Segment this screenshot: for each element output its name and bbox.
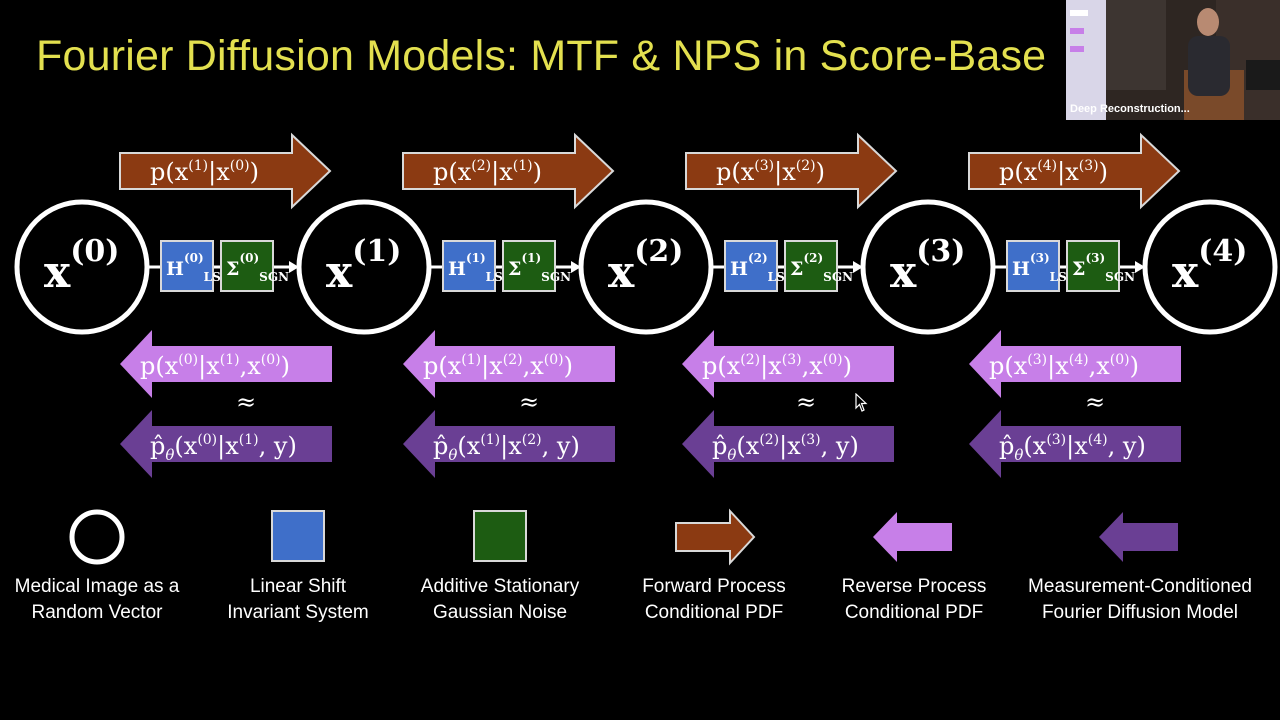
- connector-arrowhead: [289, 261, 299, 273]
- lsi-box: [160, 240, 214, 292]
- legend-label-line: Linear Shift: [249, 576, 347, 597]
- reverse-arrow-label: p(x(3)|x(4),x(0)): [989, 352, 1139, 381]
- image-node: x(4): [1142, 199, 1278, 335]
- lsi-label: H(2)LSI: [730, 251, 791, 284]
- legend-label-line: Fourier Diffusion Model: [1041, 602, 1239, 623]
- lsi-box: [1006, 240, 1060, 292]
- noise-box: [784, 240, 838, 292]
- legend-label-line: Additive Stationary: [420, 576, 580, 597]
- slide-title: Fourier Diffusion Models: MTF & NPS in S…: [36, 32, 1047, 80]
- noise-box: [220, 240, 274, 292]
- speaker-video-image: [1066, 0, 1280, 120]
- legend-label-line: Forward Process: [642, 576, 786, 597]
- legend-label-line: Random Vector: [31, 602, 163, 623]
- model-arrow: [403, 410, 615, 478]
- violet-left-arrow-icon: [873, 512, 952, 562]
- lsi-box: [724, 240, 778, 292]
- approx-symbol: ≈: [796, 388, 816, 416]
- approx-symbol: ≈: [236, 388, 256, 416]
- noise-label: Σ(1)SGN: [508, 251, 571, 284]
- reverse-arrow-label: p(x(1)|x(2),x(0)): [423, 352, 573, 381]
- node-label: x(2): [608, 234, 684, 298]
- image-node: x(0): [14, 199, 150, 335]
- purple-left-arrow-icon: [1099, 512, 1178, 562]
- reverse-arrow-label: p(x(2)|x(3),x(0)): [702, 352, 852, 381]
- model-arrow-label: p̂θ(x(2)|x(3), y): [712, 432, 859, 464]
- node-circle: [578, 199, 714, 335]
- white-circle-icon: [69, 509, 125, 565]
- forward-arrow-label: p(x(4)|x(3)): [999, 158, 1108, 187]
- node-circle: [1142, 199, 1278, 335]
- approx-symbol: ≈: [519, 388, 539, 416]
- node-label: x(3): [890, 234, 966, 298]
- node-label: x(4): [1172, 234, 1248, 298]
- noise-box: [1066, 240, 1120, 292]
- forward-arrow: [968, 132, 1181, 210]
- image-node: x(2): [578, 199, 714, 335]
- legend-label-line: Gaussian Noise: [432, 602, 568, 623]
- image-node: x(3): [860, 199, 996, 335]
- legend-label-line: Invariant System: [227, 602, 369, 623]
- lsi-box: [442, 240, 496, 292]
- speaker-video-caption: Deep Reconstruction...: [1070, 103, 1190, 115]
- green-square-icon: [473, 510, 527, 562]
- model-arrow-label: p̂θ(x(1)|x(2), y): [433, 432, 580, 464]
- model-arrow-label: p̂θ(x(0)|x(1), y): [150, 432, 297, 464]
- forward-arrow: [119, 132, 332, 210]
- forward-arrow: [685, 132, 898, 210]
- mouse-cursor-icon: [855, 393, 868, 412]
- legend-label-line: Conditional PDF: [644, 602, 784, 623]
- node-circle: [14, 199, 150, 335]
- reverse-arrow: [682, 330, 894, 398]
- forward-arrow-label: p(x(3)|x(2)): [716, 158, 825, 187]
- model-arrow: [969, 410, 1181, 478]
- legend-label-line: Reverse Process: [841, 576, 987, 597]
- model-arrow: [682, 410, 894, 478]
- forward-arrow-label: p(x(1)|x(0)): [150, 158, 259, 187]
- reverse-arrow: [120, 330, 332, 398]
- model-arrow-label: p̂θ(x(3)|x(4), y): [999, 432, 1146, 464]
- image-node: x(1): [296, 199, 432, 335]
- connector-arrowhead: [1135, 261, 1145, 273]
- noise-label: Σ(2)SGN: [790, 251, 853, 284]
- legend-label-line: Conditional PDF: [844, 602, 984, 623]
- noise-label: Σ(3)SGN: [1072, 251, 1135, 284]
- reverse-arrow: [403, 330, 615, 398]
- node-circle: [860, 199, 996, 335]
- forward-arrow: [402, 132, 615, 210]
- reverse-arrow: [969, 330, 1181, 398]
- speaker-video-thumbnail[interactable]: Deep Reconstruction...: [1066, 0, 1280, 120]
- legend-label-line: Measurement-Conditioned: [1028, 576, 1252, 597]
- noise-box: [502, 240, 556, 292]
- connector-arrowhead: [853, 261, 863, 273]
- brown-right-arrow-icon: [675, 508, 756, 566]
- reverse-arrow-label: p(x(0)|x(1),x(0)): [140, 352, 290, 381]
- node-label: x(0): [44, 234, 120, 298]
- node-label: x(1): [326, 234, 402, 298]
- noise-label: Σ(0)SGN: [226, 251, 289, 284]
- approx-symbol: ≈: [1085, 388, 1105, 416]
- node-circle: [296, 199, 432, 335]
- legend-label-line: Medical Image as a: [14, 576, 180, 597]
- legend-label: Medical Image as a Random Vector: [0, 574, 227, 626]
- connector-arrowhead: [571, 261, 581, 273]
- blue-square-icon: [271, 510, 325, 562]
- model-arrow: [120, 410, 332, 478]
- forward-arrow-label: p(x(2)|x(1)): [433, 158, 542, 187]
